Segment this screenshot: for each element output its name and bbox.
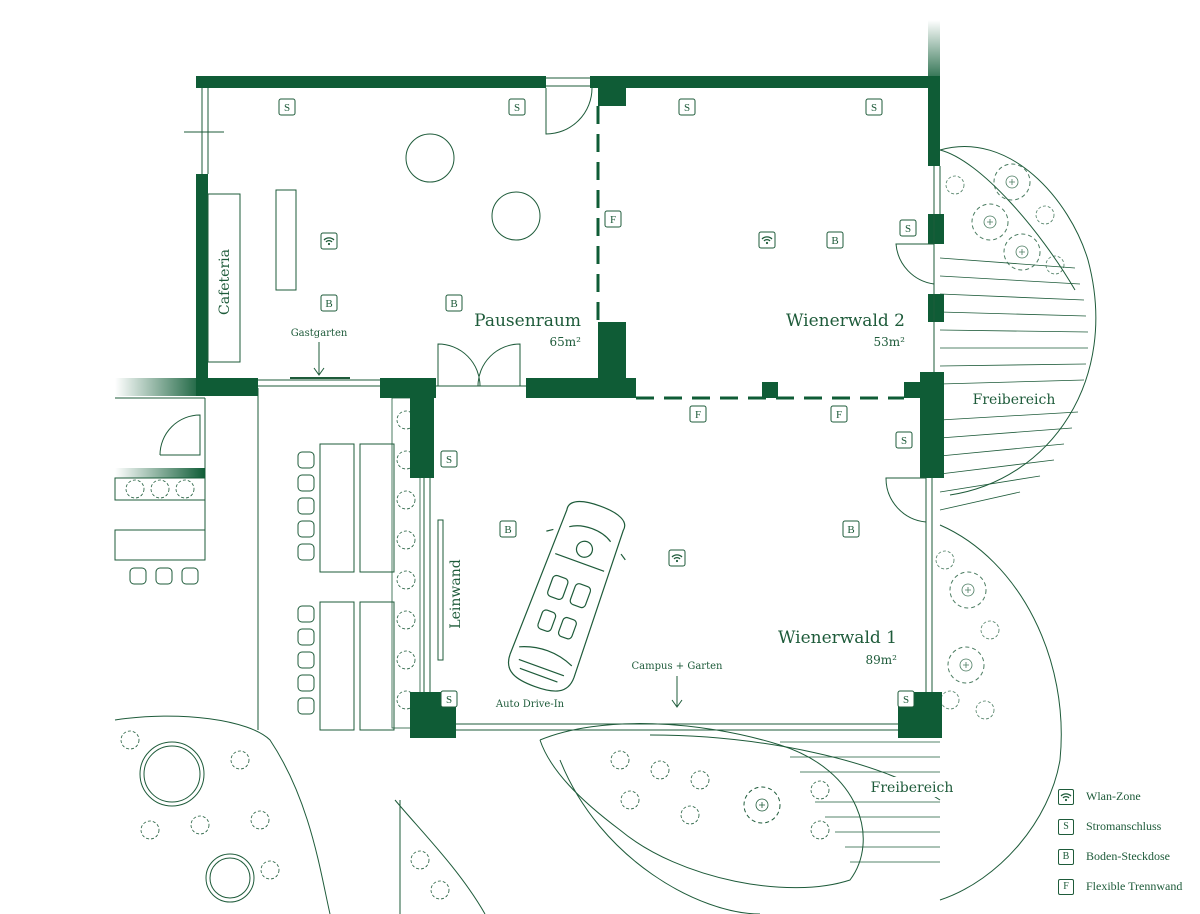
legend-label: Boden-Steckdose bbox=[1086, 849, 1170, 863]
svg-text:S: S bbox=[905, 223, 911, 235]
legend: Wlan-Zone S Stromanschluss B Boden-Steck… bbox=[1058, 786, 1198, 906]
svg-text:B: B bbox=[504, 524, 511, 536]
svg-text:B: B bbox=[450, 298, 457, 310]
legend-item-s: S Stromanschluss bbox=[1058, 816, 1198, 837]
marker-f: F bbox=[830, 405, 848, 423]
wifi-icon bbox=[1058, 788, 1074, 805]
legend-symbol-b: B bbox=[1058, 848, 1074, 865]
west-wall-fade bbox=[115, 378, 205, 396]
room-area-pausenraum: 65m² bbox=[550, 335, 582, 349]
marker-s: S bbox=[678, 98, 696, 116]
furniture bbox=[207, 133, 541, 661]
car-drive-in bbox=[508, 500, 626, 692]
marker-f: F bbox=[604, 210, 622, 228]
svg-text:S: S bbox=[284, 102, 290, 114]
svg-text:B: B bbox=[847, 524, 854, 536]
marker-b: B bbox=[320, 294, 338, 312]
svg-text:S: S bbox=[684, 102, 690, 114]
deck-south bbox=[780, 741, 940, 863]
wifi-icon bbox=[758, 231, 776, 249]
svg-text:F: F bbox=[695, 409, 701, 421]
legend-label: Flexible Trennwand bbox=[1086, 879, 1183, 893]
label-auto-drive-in: Auto Drive-In bbox=[495, 699, 565, 710]
flexible-partition bbox=[596, 106, 904, 400]
deck-east bbox=[939, 257, 1089, 511]
legend-label: Stromanschluss bbox=[1086, 819, 1162, 833]
doors bbox=[437, 87, 935, 523]
room-area-wienerwald2: 53m² bbox=[874, 335, 906, 349]
label-freibereich-south: Freibereich bbox=[871, 780, 954, 796]
svg-text:F: F bbox=[610, 214, 616, 226]
marker-f: F bbox=[689, 405, 707, 423]
legend-item-wifi: Wlan-Zone bbox=[1058, 786, 1198, 807]
svg-text:B: B bbox=[325, 298, 332, 310]
thin-lines bbox=[184, 77, 941, 731]
svg-text:S: S bbox=[446, 454, 452, 466]
wifi-icon bbox=[668, 549, 686, 567]
walls bbox=[196, 20, 944, 738]
marker-b: B bbox=[826, 231, 844, 249]
room-area-wienerwald1: 89m² bbox=[866, 653, 898, 667]
garden-east bbox=[935, 146, 1097, 901]
room-name-wienerwald2: Wienerwald 2 bbox=[786, 311, 905, 331]
garden-south bbox=[539, 723, 941, 914]
label-leinwand: Leinwand bbox=[448, 559, 464, 628]
arrows bbox=[313, 342, 683, 708]
marker-s: S bbox=[440, 450, 458, 468]
room-name-wienerwald1: Wienerwald 1 bbox=[778, 628, 897, 648]
label-freibereich-south-bg bbox=[866, 777, 958, 797]
legend-item-f: F Flexible Trennwand bbox=[1058, 876, 1198, 897]
legend-symbol-s: S bbox=[1058, 818, 1074, 835]
marker-s: S bbox=[508, 98, 526, 116]
marker-s: S bbox=[897, 690, 915, 708]
west-outdoor bbox=[114, 388, 259, 730]
legend-label: Wlan-Zone bbox=[1086, 789, 1141, 803]
marker-b: B bbox=[499, 520, 517, 538]
garden-southwest bbox=[114, 715, 486, 914]
svg-text:S: S bbox=[901, 435, 907, 447]
svg-text:S: S bbox=[514, 102, 520, 114]
label-campus-garten: Campus + Garten bbox=[632, 661, 723, 672]
svg-text:S: S bbox=[446, 694, 452, 706]
legend-symbol-f: F bbox=[1058, 878, 1074, 895]
marker-s: S bbox=[865, 98, 883, 116]
label-cafeteria: Cafeteria bbox=[217, 249, 233, 315]
svg-text:F: F bbox=[836, 409, 842, 421]
marker-s: S bbox=[895, 431, 913, 449]
label-gastgarten: Gastgarten bbox=[291, 328, 348, 339]
bar-seating bbox=[297, 443, 395, 731]
marker-b: B bbox=[445, 294, 463, 312]
marker-s: S bbox=[278, 98, 296, 116]
legend-item-b: B Boden-Steckdose bbox=[1058, 846, 1198, 867]
svg-text:S: S bbox=[871, 102, 877, 114]
svg-text:B: B bbox=[831, 235, 838, 247]
wifi-icon bbox=[320, 232, 338, 250]
marker-s: S bbox=[440, 690, 458, 708]
marker-s: S bbox=[899, 219, 917, 237]
svg-text:S: S bbox=[903, 694, 909, 706]
marker-b: B bbox=[842, 520, 860, 538]
room-name-pausenraum: Pausenraum bbox=[474, 311, 581, 331]
label-freibereich-east-bg bbox=[968, 389, 1060, 409]
label-freibereich-east: Freibereich bbox=[973, 392, 1056, 408]
west-wall-fade-2 bbox=[115, 468, 205, 478]
